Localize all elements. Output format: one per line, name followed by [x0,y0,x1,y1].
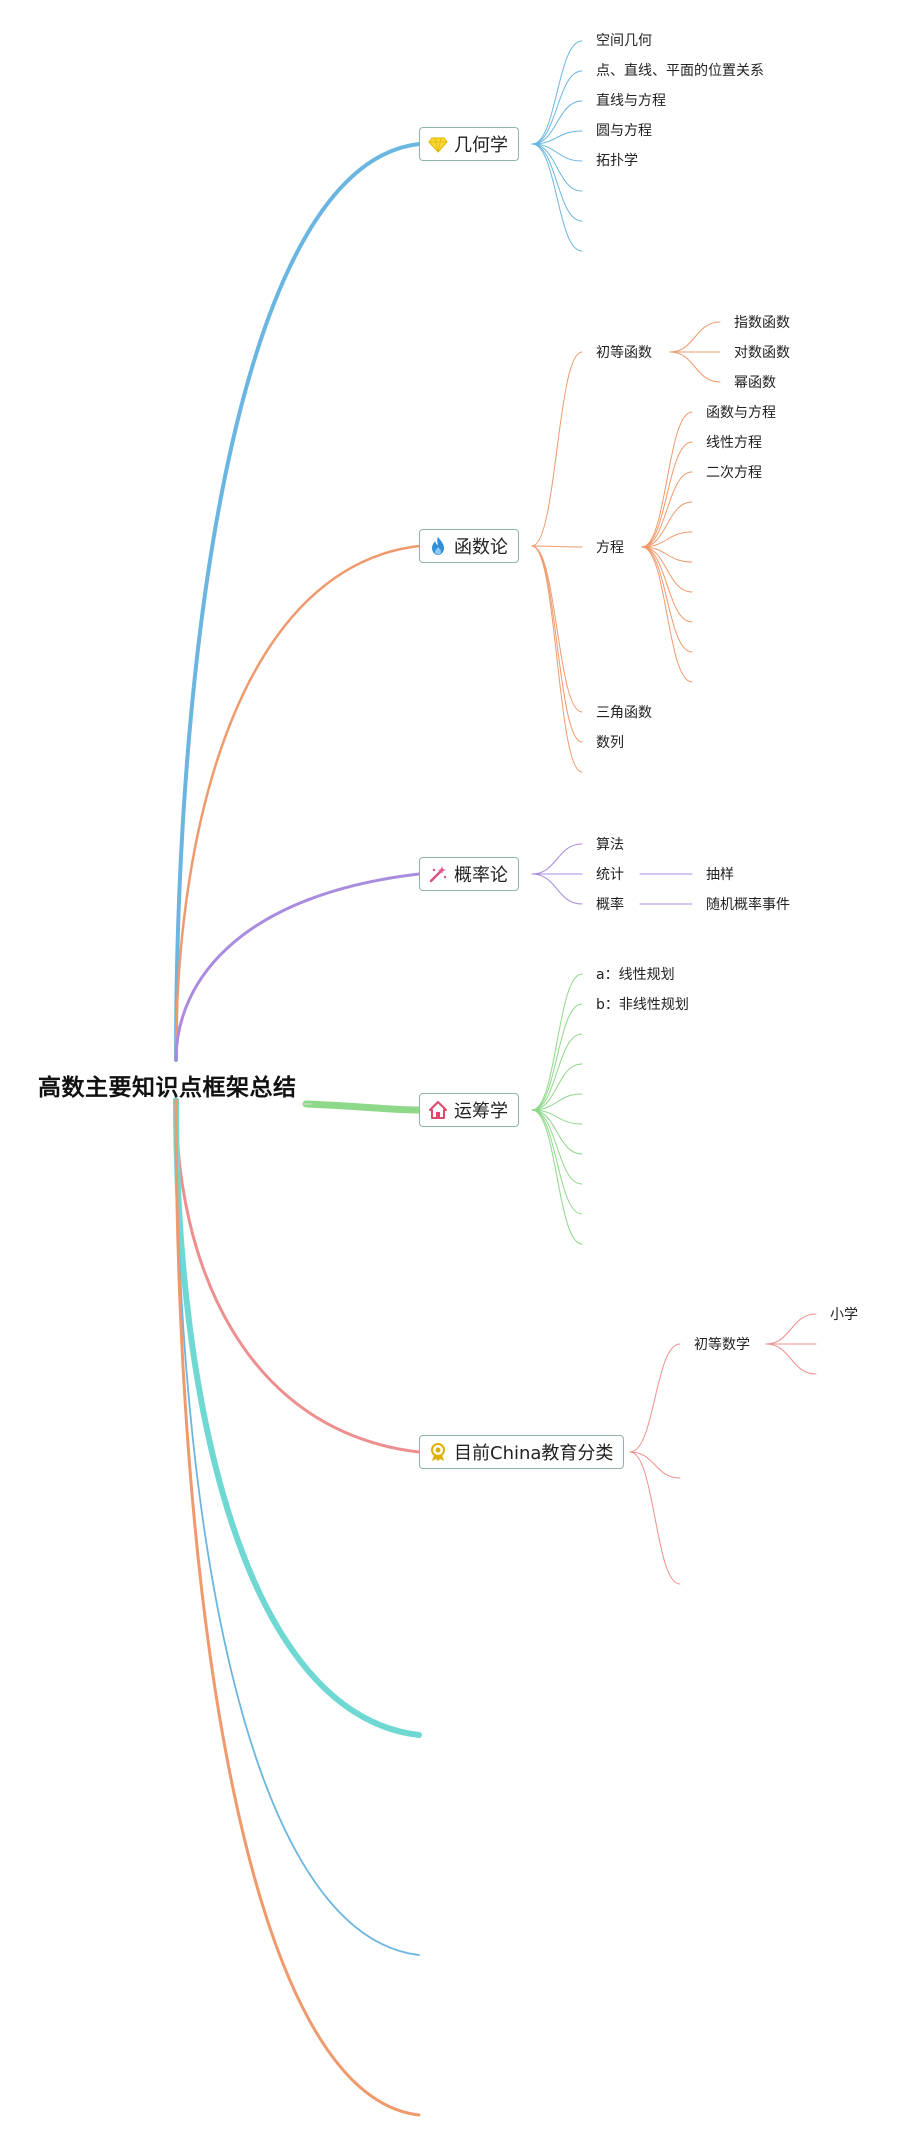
edge-operations-child [531,1109,583,1185]
edge-operations-child [531,1109,583,1155]
mind-map-edges [173,40,817,2117]
branch-node-operations[interactable]: 运筹学 [419,1093,519,1127]
edge-equation-child [641,501,693,548]
leaf-probability-statistics[interactable]: 统计 [596,867,624,883]
leaf-operations-1[interactable]: b：非线性规划 [596,997,689,1013]
leaf-geometry-2[interactable]: 直线与方程 [596,93,666,109]
branch-label-education: 目前China教育分类 [454,1443,614,1464]
gem-icon [428,134,448,154]
edge-root-operations [302,1100,423,1114]
branch-label-functions: 函数论 [454,537,508,558]
leaf-equation-0[interactable]: 函数与方程 [706,405,776,421]
edge-elementary-child [669,321,721,353]
edge-equation-child [641,546,693,623]
leaf-functions-elementary[interactable]: 初等函数 [596,345,652,361]
edge-root-probability [174,872,421,1062]
edge-education-child [629,1451,681,1585]
edge-operations-child [531,1063,583,1111]
edge-elementary-math-child [765,1343,817,1375]
branch-node-functions[interactable]: 函数论 [419,529,519,563]
edge-geometry-child [531,40,583,145]
edge-geometry-child [531,143,583,162]
leaf-operations-0[interactable]: a：线性规划 [596,967,675,983]
magic-wand-icon [428,864,448,884]
award-icon [428,1442,448,1462]
edge-root-geometry [174,142,421,1062]
edge-geometry-child [531,130,583,145]
edge-education-child [629,1343,681,1453]
edge-geometry-child [531,143,583,192]
leaf-equation-2[interactable]: 二次方程 [706,465,762,481]
leaf-equation-1[interactable]: 线性方程 [706,435,762,451]
edge-equation-child [641,546,693,653]
leaf-probability-sampling[interactable]: 抽样 [706,867,734,883]
edge-equation-child [641,546,693,683]
leaf-functions-sequence[interactable]: 数列 [596,735,624,751]
leaf-education-primary-school[interactable]: 小学 [830,1307,858,1323]
edge-root-functions [174,544,421,1062]
branch-label-probability: 概率论 [454,865,508,886]
leaf-geometry-4[interactable]: 拓扑学 [596,153,638,169]
root-topic[interactable]: 高数主要知识点框架总结 [38,1075,297,1101]
edge-elementary-child [669,351,721,383]
edge-root-education [174,1098,421,1454]
edge-functions-child [531,545,583,713]
edge-equation-child [641,441,693,548]
leaf-geometry-0[interactable]: 空间几何 [596,33,652,49]
edge-root-extra-2 [174,1098,421,2117]
leaf-functions-logarithmic[interactable]: 对数函数 [734,345,790,361]
edge-equation-child [641,546,693,563]
edge-operations-child [531,1033,583,1111]
edge-elementary-math-child [765,1313,817,1345]
edge-equation-child [641,471,693,548]
leaf-probability-random-events[interactable]: 随机概率事件 [706,897,790,913]
edge-root-extra-1 [175,1099,420,1956]
edge-equation-child [641,411,693,548]
branch-node-education[interactable]: 目前China教育分类 [419,1435,625,1469]
edge-geometry-child [531,143,583,222]
edge-equation-child [641,546,693,593]
edge-geometry-child [531,70,583,145]
flame-icon [428,536,448,556]
edge-operations-child [531,973,583,1111]
house-icon [428,1100,448,1120]
edge-operations-child [531,1109,583,1215]
edge-probability-child [531,843,583,875]
edge-geometry-child [531,100,583,145]
leaf-geometry-3[interactable]: 圆与方程 [596,123,652,139]
leaf-functions-exponential[interactable]: 指数函数 [734,315,790,331]
edge-functions-child [531,351,583,547]
edge-functions-child [531,545,583,743]
edge-education-child [629,1451,681,1479]
edge-functions-child [531,545,583,773]
branch-node-geometry[interactable]: 几何学 [419,127,519,161]
leaf-probability-probability[interactable]: 概率 [596,897,624,913]
leaf-functions-power[interactable]: 幂函数 [734,375,776,391]
leaf-probability-algorithm[interactable]: 算法 [596,837,624,853]
branch-label-geometry: 几何学 [454,135,508,156]
edge-operations-child [531,1093,583,1111]
edge-root-extra-0 [173,1097,422,1738]
leaf-geometry-1[interactable]: 点、直线、平面的位置关系 [596,63,764,79]
leaf-functions-equation[interactable]: 方程 [596,540,624,556]
edge-operations-child [531,1003,583,1111]
branch-node-probability[interactable]: 概率论 [419,857,519,891]
edge-equation-child [641,531,693,548]
leaf-education-elementary-math[interactable]: 初等数学 [694,1337,750,1353]
leaf-functions-trigonometric[interactable]: 三角函数 [596,705,652,721]
edge-functions-child [531,545,583,548]
branch-label-operations: 运筹学 [454,1101,508,1122]
edge-probability-child [531,873,583,905]
edge-operations-child [531,1109,583,1245]
edge-geometry-child [531,143,583,252]
